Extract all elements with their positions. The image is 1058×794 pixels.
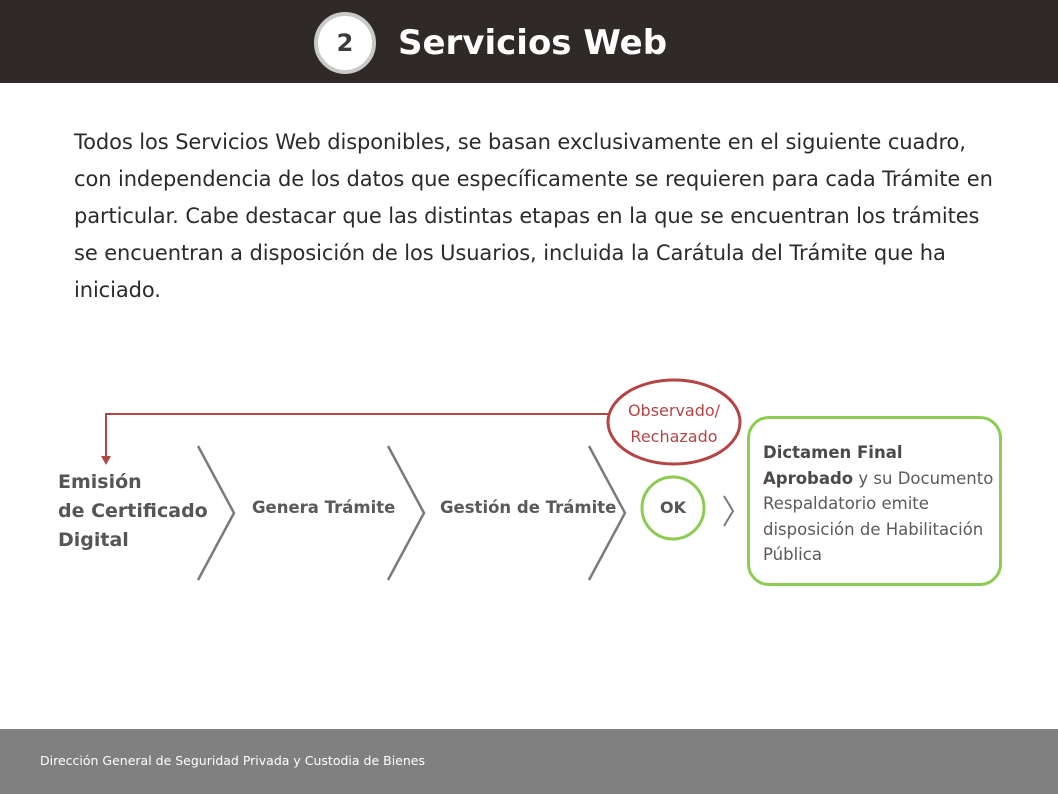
step-line: de Certificado [58, 500, 208, 522]
step-emision-certificado: Emisión de Certificado Digital [58, 468, 208, 555]
step-line: Emisión [58, 471, 142, 493]
final-dictamen-text: Dictamen Final Aprobado y su Documento R… [763, 440, 995, 568]
chevron-3 [587, 445, 627, 581]
step-number-badge: 2 [314, 12, 376, 74]
footer-text: Dirección General de Seguridad Privada y… [40, 753, 425, 768]
observed-line: Observado/ [627, 401, 721, 420]
footer-bar [0, 729, 1058, 794]
chevron-2 [386, 445, 426, 581]
intro-paragraph: Todos los Servicios Web disponibles, se … [74, 130, 993, 302]
final-dictamen-box [747, 416, 1002, 586]
feedback-line [105, 413, 612, 458]
step-genera-tramite: Genera Trámite [252, 498, 396, 517]
step-gestion-tramite: Gestión de Trámite [440, 498, 617, 517]
step-line: Digital [58, 529, 129, 551]
chevron-small [723, 495, 735, 527]
page-title: Servicios Web [398, 23, 668, 63]
observed-rejected-label: Observado/ Rechazado [610, 398, 738, 450]
chevron-1 [196, 445, 236, 581]
observed-ellipse [606, 378, 742, 466]
final-dictamen-bold: Dictamen Final Aprobado [763, 443, 903, 488]
ok-label: OK [660, 498, 686, 517]
header-bar: 2 Servicios Web [0, 0, 1058, 83]
ok-circle [640, 475, 706, 541]
final-dictamen-rest: y su Documento Respaldatorio emite dispo… [763, 468, 994, 565]
observed-line: Rechazado [630, 427, 718, 446]
feedback-arrowhead [101, 456, 111, 465]
